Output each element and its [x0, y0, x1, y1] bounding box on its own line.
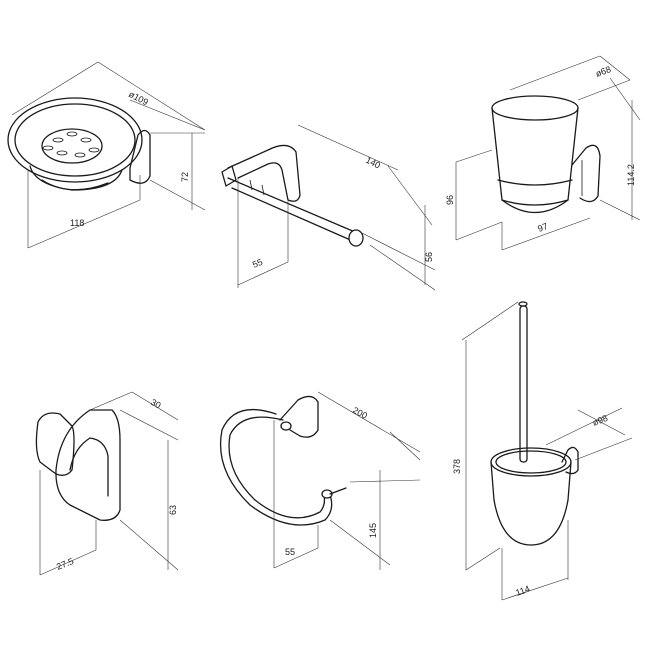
robe-hook-drawing	[35, 391, 179, 576]
robe-hook-depth-label: 30	[149, 397, 163, 411]
soap-dish-height-label: 72	[180, 172, 190, 182]
soap-dish-width-label: 118	[70, 218, 84, 228]
toilet-brush-width-label: 114	[514, 584, 531, 598]
towel-ring-drawing	[219, 391, 421, 570]
toilet-brush-diameter-label: ø98	[591, 413, 609, 428]
paper-holder-length-label: 140	[364, 155, 382, 171]
toilet-brush-height-label: 378	[452, 459, 462, 474]
towel-ring-height-label: 145	[368, 523, 378, 538]
towel-ring-width-label: 200	[351, 405, 369, 421]
paper-holder-drawing	[221, 124, 436, 291]
tumbler-holder-diameter-label: ø68	[594, 64, 612, 79]
tumbler-holder-width-label: 97	[536, 221, 549, 234]
robe-hook-height-label: 63	[168, 505, 178, 515]
tumbler-holder-drawing	[455, 55, 641, 251]
soap-dish-diameter-label: ø109	[127, 89, 150, 107]
paper-holder-depth-label: 55	[251, 257, 264, 270]
towel-ring-depth-label: 55	[285, 547, 295, 557]
robe-hook-width-label: 27.5	[55, 556, 75, 572]
paper-holder-height-label: 56	[424, 252, 434, 262]
soap-dish-drawing	[7, 61, 206, 249]
tumbler-holder-glass-height-label: 96	[445, 195, 455, 205]
tumbler-holder-total-height-label: 114.2	[626, 164, 636, 186]
toilet-brush-drawing	[461, 301, 633, 601]
